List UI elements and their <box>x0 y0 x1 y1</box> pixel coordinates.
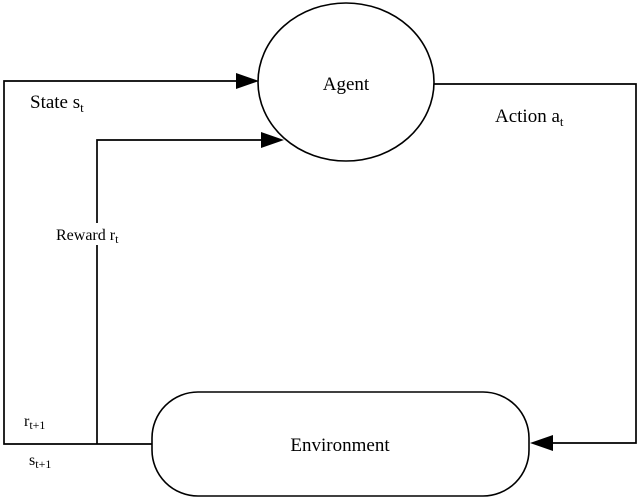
state-arrowhead <box>236 73 259 89</box>
action-label: Action at <box>495 106 564 129</box>
reward-label-backing <box>52 223 145 245</box>
state-next-label: st+1 <box>29 452 51 471</box>
action-arrowhead <box>530 435 553 451</box>
environment-node <box>151 391 530 497</box>
reward-arrowhead <box>261 132 284 148</box>
state-edge-path <box>3 80 248 445</box>
environment-label: Environment <box>290 435 390 456</box>
reward-next-label: rt+1 <box>24 413 45 432</box>
agent-node <box>257 2 435 162</box>
reward-label: Reward rt <box>56 227 119 246</box>
state-label: State st <box>30 92 84 115</box>
agent-label: Agent <box>323 74 370 95</box>
action-edge-path <box>432 83 637 444</box>
reward-edge-path <box>96 139 262 444</box>
